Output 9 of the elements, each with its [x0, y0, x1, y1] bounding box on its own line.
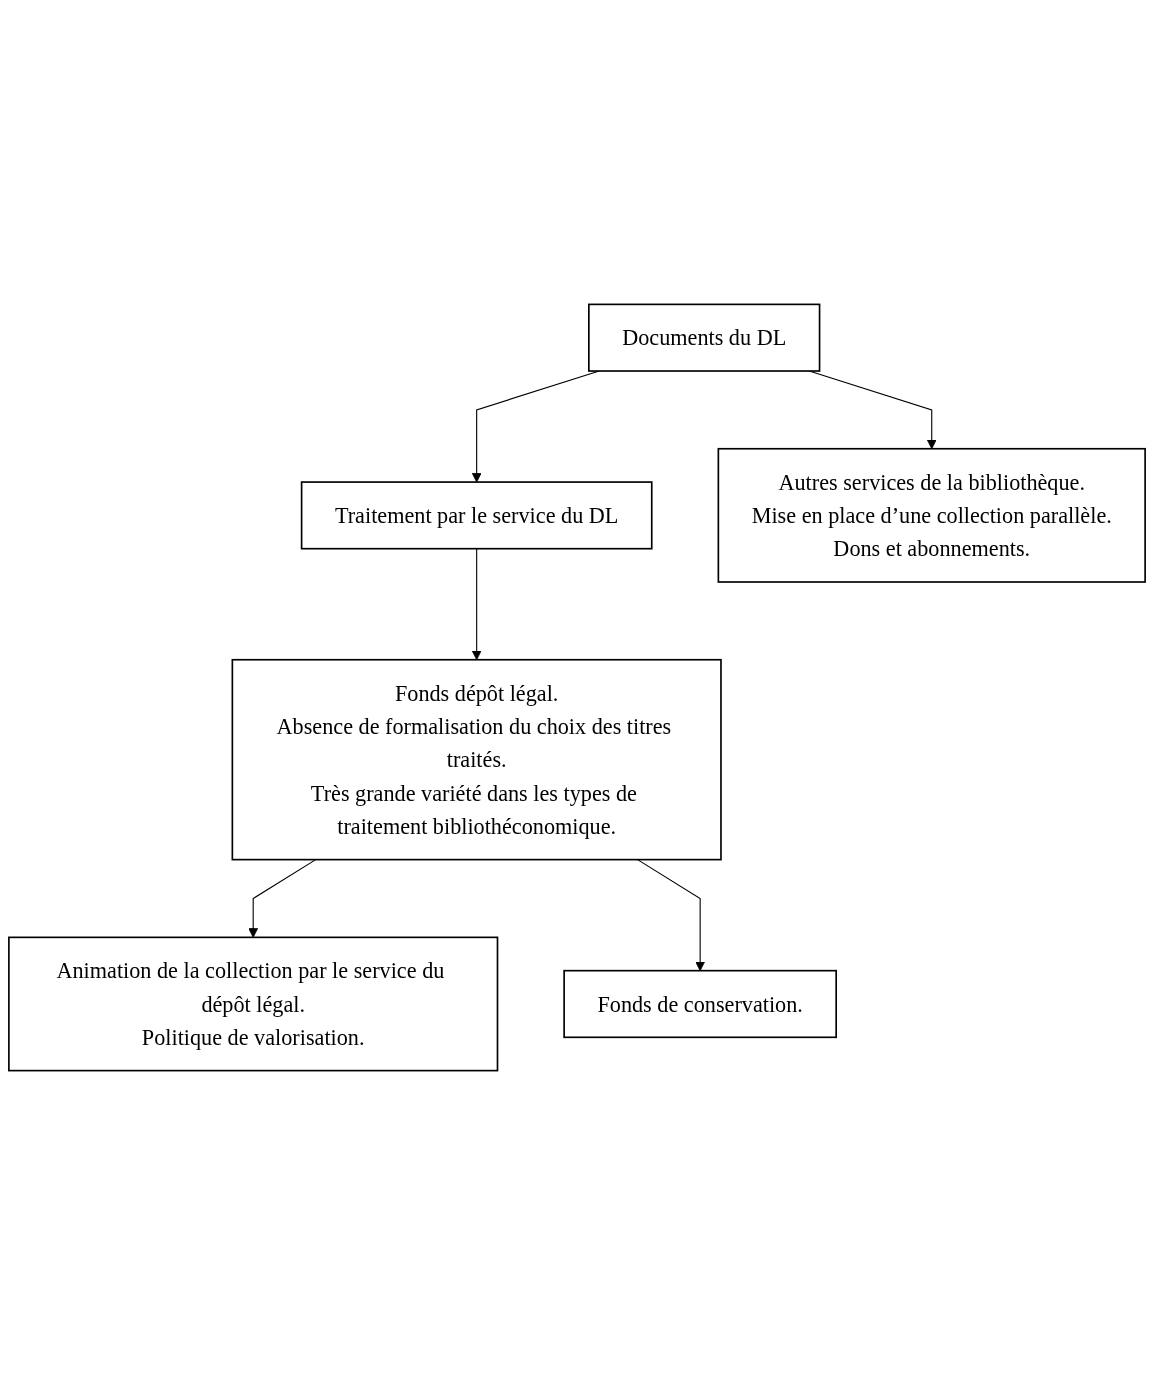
arrow	[471, 548, 482, 661]
node-box: Autres services de la bibliothèque. Mise en place d’une collection parallèle. Dons et abonnements.	[717, 447, 1146, 583]
node-box: Fonds de conservation.	[563, 969, 837, 1039]
node-box: Animation de la collection par le service du dépôt légal. Politique de valorisation.	[8, 936, 499, 1072]
arrow	[637, 859, 706, 972]
node-box: Documents du DL	[588, 303, 821, 372]
arrow	[248, 859, 317, 938]
node-box: Fonds dépôt légal. Absence de formalisation du choix des titres traités. Très grande variété dans les types de traitement bibliothéconomique.	[231, 658, 722, 861]
node-box: Traitement par le service du DL	[300, 481, 653, 550]
